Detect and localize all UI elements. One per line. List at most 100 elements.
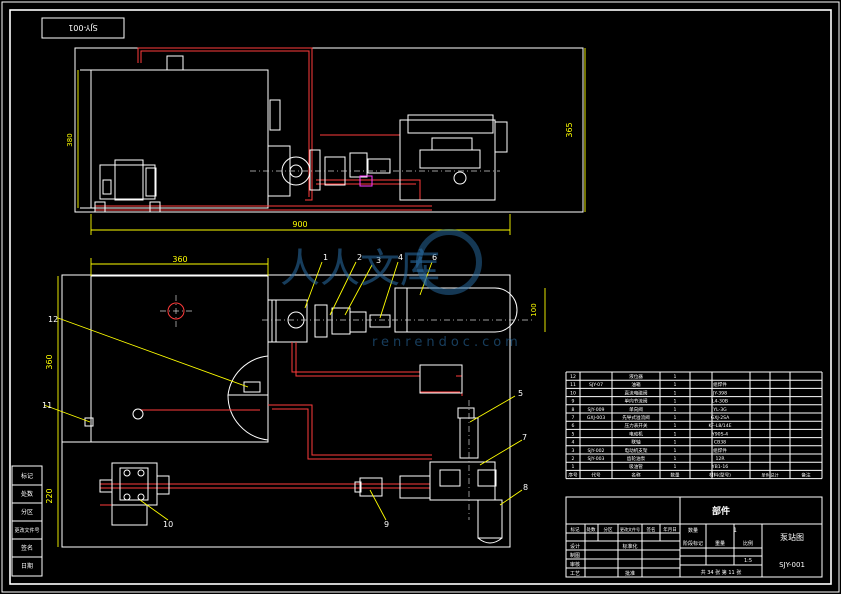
bom-row-qty: 1: [674, 399, 677, 405]
front-view: [74, 47, 584, 213]
balloon-6: 6: [432, 253, 437, 262]
watermark: 人人文库 renrendoc.com: [280, 229, 518, 350]
balloon-1: 1: [323, 253, 328, 262]
tb-col-2: 处数: [587, 526, 596, 533]
bom-row-no: 3: [572, 448, 575, 454]
tb-col-4: 更改文件号: [620, 526, 640, 532]
bom-row-name: 先导式溢流阀: [622, 414, 650, 421]
bom-header-name: 名称: [631, 471, 641, 478]
bom-header-weight: 单件 总计: [761, 471, 778, 477]
dim-total-length: 900: [292, 220, 307, 229]
bom-row-qty: 1: [674, 456, 677, 462]
bom-row-material: 12R: [715, 456, 725, 462]
side-label-6: 日期: [21, 562, 33, 570]
inner-border: [9, 9, 832, 585]
role-check: 审核: [570, 561, 580, 568]
std-label: 标准化: [622, 543, 637, 550]
tank-plan: [90, 275, 269, 443]
tb-col-6: 年月日: [663, 526, 677, 533]
bom-row-name: 电动机支架: [625, 447, 648, 454]
bom-row-material: GXJ-2SA: [711, 415, 730, 421]
qty-value: 1: [733, 527, 737, 534]
bom-row-material: Y90S-4: [711, 431, 728, 437]
balloon-11: 11: [42, 401, 52, 410]
bom-row-material: CB38: [714, 440, 726, 446]
bom-row-no: 11: [570, 382, 576, 388]
dim-tank-width: 360: [172, 255, 187, 264]
leaders: 1 2 3 4 5 6 7 8 9 10 11 12: [42, 253, 528, 529]
side-label-4: 更改文件号: [14, 527, 39, 534]
bom-row-material: 组焊件: [713, 381, 727, 388]
bom-row-no: 6: [572, 423, 575, 429]
dim-lower-height: 220: [45, 488, 54, 503]
balloon-10: 10: [163, 520, 173, 529]
bom-row-qty: 1: [674, 440, 677, 446]
bom-row-name: 油箱: [631, 381, 641, 388]
title-block: 部件 泵站图 SJY-001 数量 1 阶段标记 重量 比例 1:5 共 34 …: [565, 496, 823, 578]
balloon-12: 12: [48, 315, 58, 324]
plan-dimensions: 360 360 220 100: [45, 255, 546, 547]
bom-row-qty: 1: [674, 464, 677, 470]
bom-row-material: YL-3G: [712, 407, 727, 413]
scale-label: 比例: [743, 540, 753, 547]
bom-row-name: 直流电磁阀: [625, 389, 648, 396]
bom-row-no: 4: [572, 440, 575, 446]
front-dimensions: 900 365 380: [66, 48, 586, 235]
bom-header-no: 序号: [568, 471, 578, 478]
bom-row-qty: 1: [674, 374, 677, 380]
bom-row-material: L4-30B: [712, 399, 728, 405]
code-box-text: SJY-001: [68, 23, 98, 32]
drawing-name: 泵站图: [780, 532, 804, 542]
bom-row-qty: 1: [674, 423, 677, 429]
tb-col-3: 分区: [604, 526, 613, 533]
role-process: 工艺: [570, 571, 580, 577]
balloon-2: 2: [357, 253, 362, 262]
balloon-4: 4: [398, 253, 403, 262]
bom-row-code: SJY-003: [588, 456, 605, 462]
bom-header-material: 材料(型号): [709, 471, 731, 478]
balloon-8: 8: [523, 483, 528, 492]
bom-row-qty: 1: [674, 407, 677, 413]
code-box-top: SJY-001: [41, 17, 125, 39]
tb-col-1: 标记: [571, 526, 580, 533]
bom-row-no: 8: [572, 407, 575, 413]
bom-header-code: 代号: [591, 471, 601, 478]
bom-row-no: 12: [570, 374, 576, 380]
dim-plan-height: 360: [45, 354, 54, 369]
bom-row-qty: 1: [674, 415, 677, 421]
balloon-5: 5: [518, 389, 523, 398]
dim-height-side: 365: [565, 122, 574, 137]
bom-row-name: 单向节流阀: [625, 398, 648, 405]
bom-row-material: KF-L8/14E: [708, 423, 731, 429]
bom-row-name: 吸油管: [629, 463, 643, 470]
bom-row-name: 齿轮油泵: [627, 455, 646, 462]
weight-label: 重量: [715, 540, 725, 547]
role-draw: 制图: [570, 552, 580, 559]
bom-header-note: 备注: [801, 471, 811, 478]
approve-label: 批准: [625, 570, 635, 577]
side-label-5: 签名: [21, 544, 33, 552]
bom-row-code: GXJ-003: [587, 415, 605, 421]
watermark-text: 人人文库: [280, 246, 440, 292]
bom-row-code: SJY-009: [588, 407, 605, 413]
bom-row-name: 联轴: [631, 439, 641, 446]
tb-col-5: 签名: [647, 526, 656, 533]
bom-row-name: 电动机: [629, 430, 643, 437]
bom-row-no: 5: [572, 431, 575, 437]
bom-row-no: 2: [572, 456, 575, 462]
plan-view: [61, 274, 535, 548]
bom-row-material: 组焊件: [713, 447, 727, 454]
side-label-2: 处数: [21, 490, 33, 498]
bom-row-qty: 1: [674, 382, 677, 388]
bom-row-no: 9: [572, 399, 575, 405]
side-label-3: 分区: [21, 508, 33, 516]
bom-row-name: 单向阀: [629, 406, 643, 413]
bom-row-name: 压力表开关: [625, 422, 648, 429]
side-label-1: 标记: [21, 472, 33, 480]
bom-row-name: 液位器: [629, 373, 643, 380]
balloon-9: 9: [384, 520, 389, 529]
dim-motor: 100: [530, 303, 538, 316]
balloon-7: 7: [522, 433, 527, 442]
